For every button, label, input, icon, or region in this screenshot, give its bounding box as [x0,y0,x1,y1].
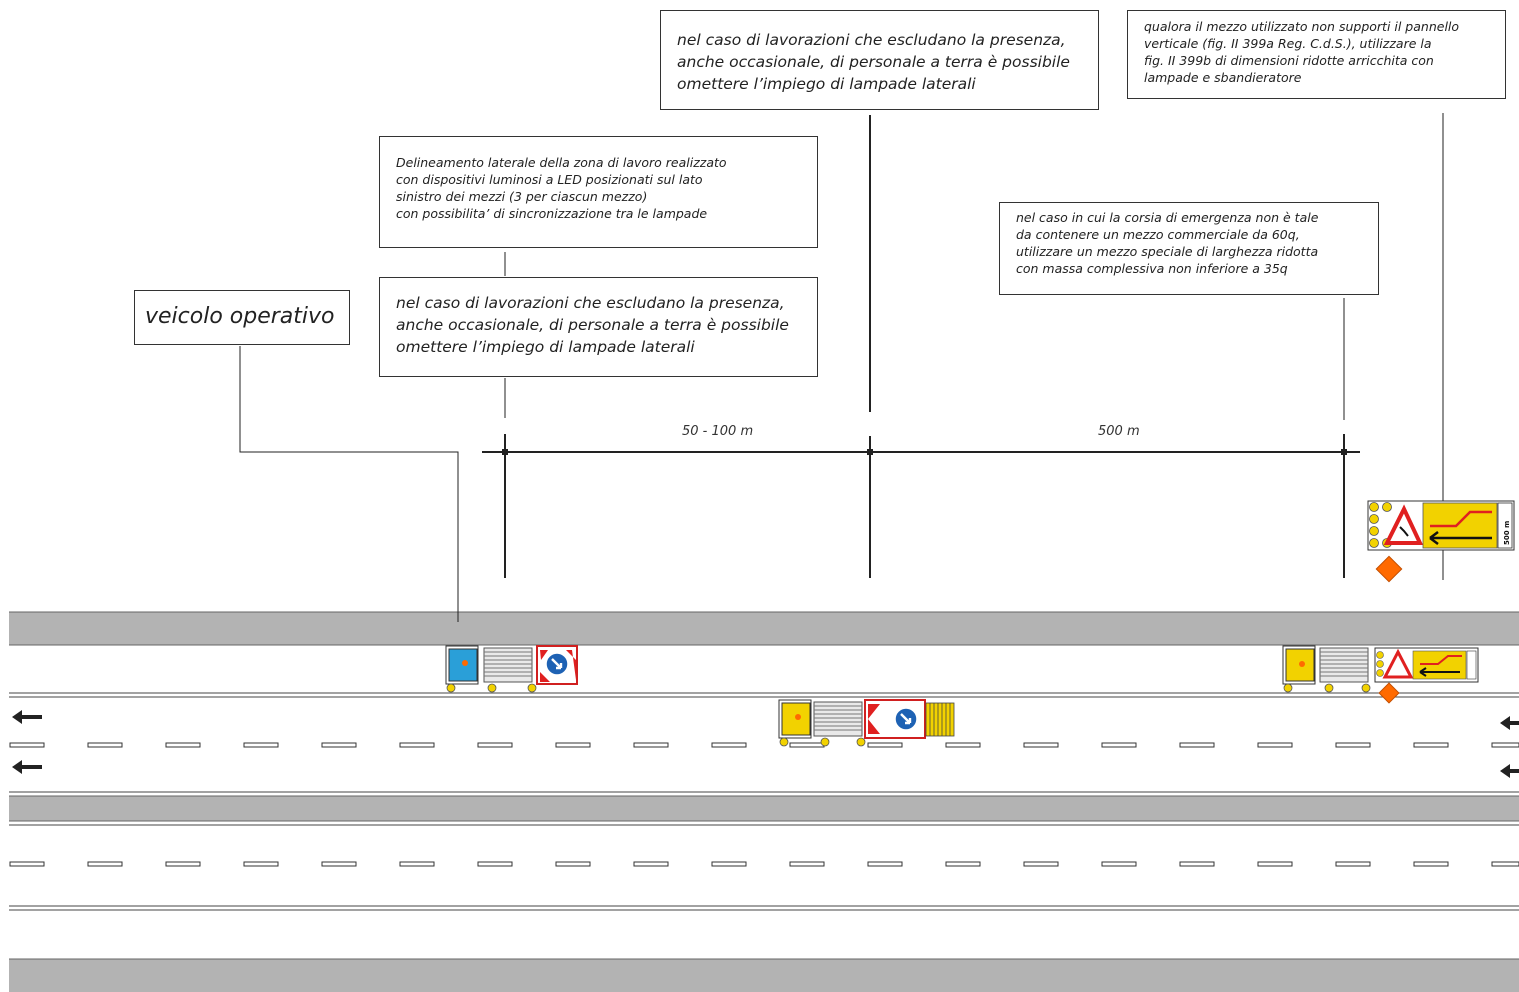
traffic-direction-arrows [12,710,1519,778]
note-text: nel caso di lavorazioni che escludano la… [396,294,789,356]
protection-vehicle [778,699,955,747]
distance-label-50-100: 50 - 100 m [682,424,754,439]
note-text: qualora il mezzo utilizzato non supporti… [1144,19,1460,85]
note-no-lamps-middle: nel caso di lavorazioni che escludano la… [379,277,818,377]
lane-dashes-upper [9,742,1519,748]
lane-dashes-lower [9,861,1519,867]
note-led-delineation: Delineamento laterale della zona di lavo… [379,136,818,248]
note-no-lamps-top: nel caso di lavorazioni che escludano la… [660,10,1099,110]
label-operative-vehicle: veicolo operativo [134,290,350,345]
note-text: nel caso di lavorazioni che escludano la… [677,31,1070,93]
arrow-left-icon [1500,716,1519,730]
distance-plate-text: 500 m [1503,521,1511,545]
note-text: Delineamento laterale della zona di lavo… [396,155,727,221]
arrow-left-icon [12,710,42,724]
note-reduced-panel: qualora il mezzo utilizzato non supporti… [1127,10,1506,99]
reduced-sign-panel: 500 m [1367,500,1515,583]
road [9,611,1519,992]
distance-label-500: 500 m [1098,424,1140,439]
operative-vehicle [445,645,578,693]
leader-lines [239,113,1444,622]
note-text: nel caso in cui la corsia di emergenza n… [1016,210,1319,276]
vehicle-label-text: veicolo operativo [145,304,335,329]
arrow-left-icon [12,760,42,774]
note-emergency-lane: nel caso in cui la corsia di emergenza n… [999,202,1379,295]
arrow-left-icon [1500,764,1519,778]
dimension-ticks [502,449,1347,455]
advance-warning-vehicle [1282,645,1479,704]
